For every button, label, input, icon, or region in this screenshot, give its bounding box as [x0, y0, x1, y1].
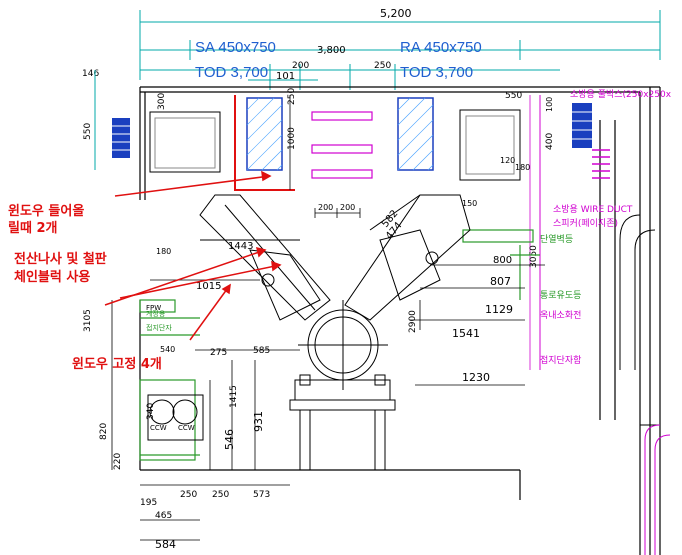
dim-1129: 1129	[485, 303, 513, 316]
dim-1230: 1230	[462, 371, 490, 384]
label-note-ground: 접지단자	[146, 323, 172, 332]
label-fire-lamp: 통로유도등	[540, 290, 581, 301]
right-panel-equipment	[459, 95, 610, 370]
dim-340: 340	[146, 403, 156, 420]
right-dimension-lines	[410, 264, 545, 386]
dim-195: 195	[140, 498, 157, 508]
dim-1015: 1015	[196, 281, 221, 292]
dim-101: 101	[276, 71, 295, 82]
dim-100: 100	[545, 97, 554, 112]
annotation-window-fix: 윈도우 고정 4개	[72, 356, 162, 372]
dim-1443: 1443	[228, 241, 253, 252]
label-detector: 접지단자함	[540, 354, 581, 366]
dim-250a: 250	[374, 61, 391, 71]
dim-800: 800	[493, 255, 512, 266]
dim-200c: 200	[340, 203, 355, 212]
dim-180-right: 180	[515, 163, 530, 172]
dim-2900: 2900	[408, 310, 418, 333]
lower-left-dims	[111, 300, 300, 541]
dim-820: 820	[99, 423, 109, 440]
label-fire-extinguisher: 옥내소화전	[540, 310, 581, 321]
dim-540: 540	[160, 345, 175, 354]
sa-duct-size: SA 450x750	[195, 39, 276, 56]
red-arrows	[104, 170, 282, 341]
dim-220: 220	[113, 453, 123, 470]
ra-duct-box	[397, 97, 434, 171]
dim-180-left: 180	[156, 247, 171, 256]
dim-400: 400	[545, 133, 555, 150]
label-fire-wire-duct: 소방용 WIRE DUCT	[553, 204, 633, 215]
dim-465: 465	[155, 511, 172, 521]
dim-3050: 3050	[529, 245, 539, 268]
dim-3105: 3105	[83, 309, 93, 332]
dim-1415: 1415	[229, 385, 239, 408]
dim-146: 146	[82, 69, 99, 79]
small-dim-200	[314, 208, 361, 218]
dim-931: 931	[252, 411, 265, 432]
dim-573: 573	[253, 490, 270, 500]
label-wall-rack: 단열벽등	[540, 234, 573, 245]
dim-300: 300	[157, 93, 167, 110]
dim-3800: 3,800	[317, 45, 346, 56]
dim-250c: 250	[212, 490, 229, 500]
center-chamber	[289, 300, 396, 470]
center-grilles	[311, 111, 373, 179]
dim-250b: 250	[180, 490, 197, 500]
dim-1000: 1000	[287, 127, 297, 150]
label-ccw-2: CCW	[178, 424, 195, 432]
right-pink-pipe	[644, 424, 671, 555]
annotation-window-lift-1: 윈도우 들어올	[8, 203, 84, 219]
dim-total-width: 5,200	[380, 7, 412, 20]
dim-807: 807	[490, 275, 511, 288]
dim-546: 546	[223, 429, 236, 450]
annotation-bolt-2: 체인블럭 사용	[14, 269, 90, 285]
dim-584: 584	[155, 538, 176, 551]
ccw-pumps	[147, 394, 204, 441]
dim-1541: 1541	[452, 327, 480, 340]
left-beamline-arm	[199, 194, 331, 321]
label-fpw: FPW	[146, 304, 161, 312]
label-fire-pullbox: 소방용 풀박스(250x250x	[570, 89, 672, 100]
annotation-bolt-1: 전산나사 및 철판	[14, 251, 107, 267]
dim-550-right: 550	[505, 91, 522, 101]
left-panel-equipment	[112, 111, 221, 173]
dim-150: 150	[462, 199, 477, 208]
top-dimension-lines	[139, 10, 661, 90]
dim-550-left: 550	[83, 123, 93, 140]
dim-120: 120	[500, 156, 515, 165]
label-speaker: 스피커(페이지존)	[553, 218, 618, 229]
sa-duct-box: 1000 250	[234, 88, 297, 191]
ra-duct-size: RA 450x750	[400, 39, 482, 56]
right-beamline-arm	[344, 194, 471, 321]
dim-200a: 200	[292, 61, 309, 71]
dim-200b: 200	[318, 203, 333, 212]
outer-walls	[139, 86, 661, 555]
sa-duct-tod: TOD 3,700	[195, 64, 268, 81]
dim-585: 585	[253, 346, 270, 356]
annotation-window-lift-2: 릴때 2개	[8, 221, 57, 236]
dim-250-v: 250	[287, 88, 297, 105]
label-note-instrument: 계장용	[146, 309, 166, 318]
dim-275: 275	[210, 348, 227, 358]
ra-duct-tod: TOD 3,700	[400, 64, 473, 81]
label-ccw-1: CCW	[150, 424, 167, 432]
